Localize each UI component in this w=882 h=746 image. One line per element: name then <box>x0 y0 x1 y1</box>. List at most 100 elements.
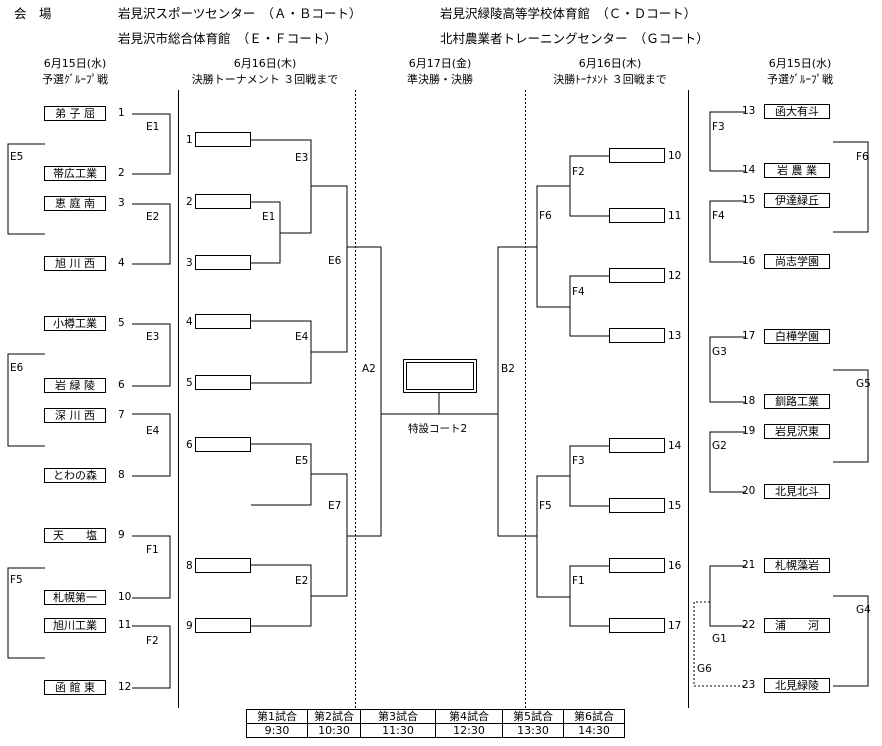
team-box: 札幌藻岩 <box>764 558 830 573</box>
schedule-game: 第4試合 <box>435 709 503 724</box>
team-box: 天 塩 <box>44 528 106 543</box>
match-label: E7 <box>328 500 342 512</box>
col3-date: 6月17日(金) <box>408 57 472 70</box>
slot-number: 15 <box>668 500 682 512</box>
team-number: 4 <box>118 257 125 269</box>
col5-sub: 予選ｸﾞﾙｰﾌﾟ戦 <box>767 73 833 86</box>
team-number: 17 <box>742 330 756 342</box>
match-label: F6 <box>856 151 869 163</box>
slot-number: 10 <box>668 150 682 162</box>
team-box: 浦 河 <box>764 618 830 633</box>
team-number: 7 <box>118 409 125 421</box>
team-number: 11 <box>118 619 132 631</box>
team-number: 22 <box>742 619 756 631</box>
team-number: 1 <box>118 107 125 119</box>
slot-number: 2 <box>186 196 193 208</box>
slot-number: 8 <box>186 560 193 572</box>
team-number: 8 <box>118 469 125 481</box>
team-box: 北見北斗 <box>764 484 830 499</box>
slot-number: 1 <box>186 134 193 146</box>
slot-box <box>609 618 665 633</box>
match-label: F2 <box>146 635 159 647</box>
schedule-time: 14:30 <box>563 723 625 738</box>
match-label: F3 <box>712 121 725 133</box>
venue-cd: 岩見沢緑陵高等学校体育館 （Ｃ・Ｄコート） <box>440 6 697 21</box>
team-box: 深 川 西 <box>44 408 106 423</box>
match-label: G4 <box>856 604 871 616</box>
venue-label: 会 場 <box>14 6 52 21</box>
team-box: 尚志学園 <box>764 254 830 269</box>
venue-ab: 岩見沢スポーツセンター （Ａ・Ｂコート） <box>118 6 362 21</box>
venue-g: 北村農業者トレーニングセンター （Ｇコート） <box>440 31 709 46</box>
col3-sub: 準決勝・決勝 <box>407 73 473 86</box>
slot-box <box>609 498 665 513</box>
match-label: F3 <box>572 455 585 467</box>
slot-number: 6 <box>186 439 193 451</box>
team-box: 帯広工業 <box>44 166 106 181</box>
slot-box <box>195 194 251 209</box>
slot-number: 17 <box>668 620 682 632</box>
match-label: F1 <box>572 575 585 587</box>
match-label: F5 <box>10 574 23 586</box>
col4-sub: 決勝ﾄｰﾅﾒﾝﾄ ３回戦まで <box>553 73 667 86</box>
team-number: 9 <box>118 529 125 541</box>
team-number: 13 <box>742 105 756 117</box>
slot-number: 11 <box>668 210 682 222</box>
col2-date: 6月16日(木) <box>233 57 297 70</box>
match-label: G6 <box>697 663 712 675</box>
col4-date: 6月16日(木) <box>578 57 642 70</box>
team-box: 岩見沢東 <box>764 424 830 439</box>
slot-box <box>609 268 665 283</box>
team-box: 函大有斗 <box>764 104 830 119</box>
slot-number: 5 <box>186 377 193 389</box>
team-number: 20 <box>742 485 756 497</box>
slot-number: 14 <box>668 440 682 452</box>
special-court-label: 特設コート2 <box>408 423 468 435</box>
match-label: E2 <box>146 211 160 223</box>
slot-box <box>195 618 251 633</box>
match-label: E3 <box>295 152 309 164</box>
schedule-time: 9:30 <box>246 723 308 738</box>
team-box: 岩 緑 陵 <box>44 378 106 393</box>
match-label: F1 <box>146 544 159 556</box>
col1-sub: 予選ｸﾞﾙｰﾌﾟ戦 <box>42 73 108 86</box>
match-label: E6 <box>328 255 342 267</box>
team-number: 3 <box>118 197 125 209</box>
slot-box <box>609 148 665 163</box>
match-label: F4 <box>712 210 725 222</box>
slot-number: 9 <box>186 620 193 632</box>
match-label: E3 <box>146 331 160 343</box>
slot-box <box>609 208 665 223</box>
schedule-time: 13:30 <box>502 723 564 738</box>
slot-number: 4 <box>186 316 193 328</box>
match-label: G3 <box>712 346 727 358</box>
team-box: 恵 庭 南 <box>44 196 106 211</box>
team-number: 12 <box>118 681 132 693</box>
team-box: 札幌第一 <box>44 590 106 605</box>
match-label: E2 <box>295 575 309 587</box>
col1-date: 6月15日(水) <box>43 57 107 70</box>
team-number: 10 <box>118 591 132 603</box>
match-label: G5 <box>856 378 871 390</box>
team-box: 函 館 東 <box>44 680 106 695</box>
team-number: 15 <box>742 194 756 206</box>
schedule-game: 第3試合 <box>360 709 436 724</box>
schedule-game: 第1試合 <box>246 709 308 724</box>
slot-box <box>609 328 665 343</box>
schedule-game: 第2試合 <box>307 709 361 724</box>
team-number: 18 <box>742 395 756 407</box>
match-label: F2 <box>572 166 585 178</box>
team-box: 小樽工業 <box>44 316 106 331</box>
schedule-time: 11:30 <box>360 723 436 738</box>
slot-box <box>195 314 251 329</box>
slot-box <box>195 558 251 573</box>
slot-box <box>609 438 665 453</box>
col2-sub: 決勝トーナメント ３回戦まで <box>191 73 339 86</box>
slot-box <box>609 558 665 573</box>
slot-box <box>195 437 251 452</box>
match-label: E1 <box>146 121 160 133</box>
team-box: 白樺学園 <box>764 329 830 344</box>
slot-number: 12 <box>668 270 682 282</box>
